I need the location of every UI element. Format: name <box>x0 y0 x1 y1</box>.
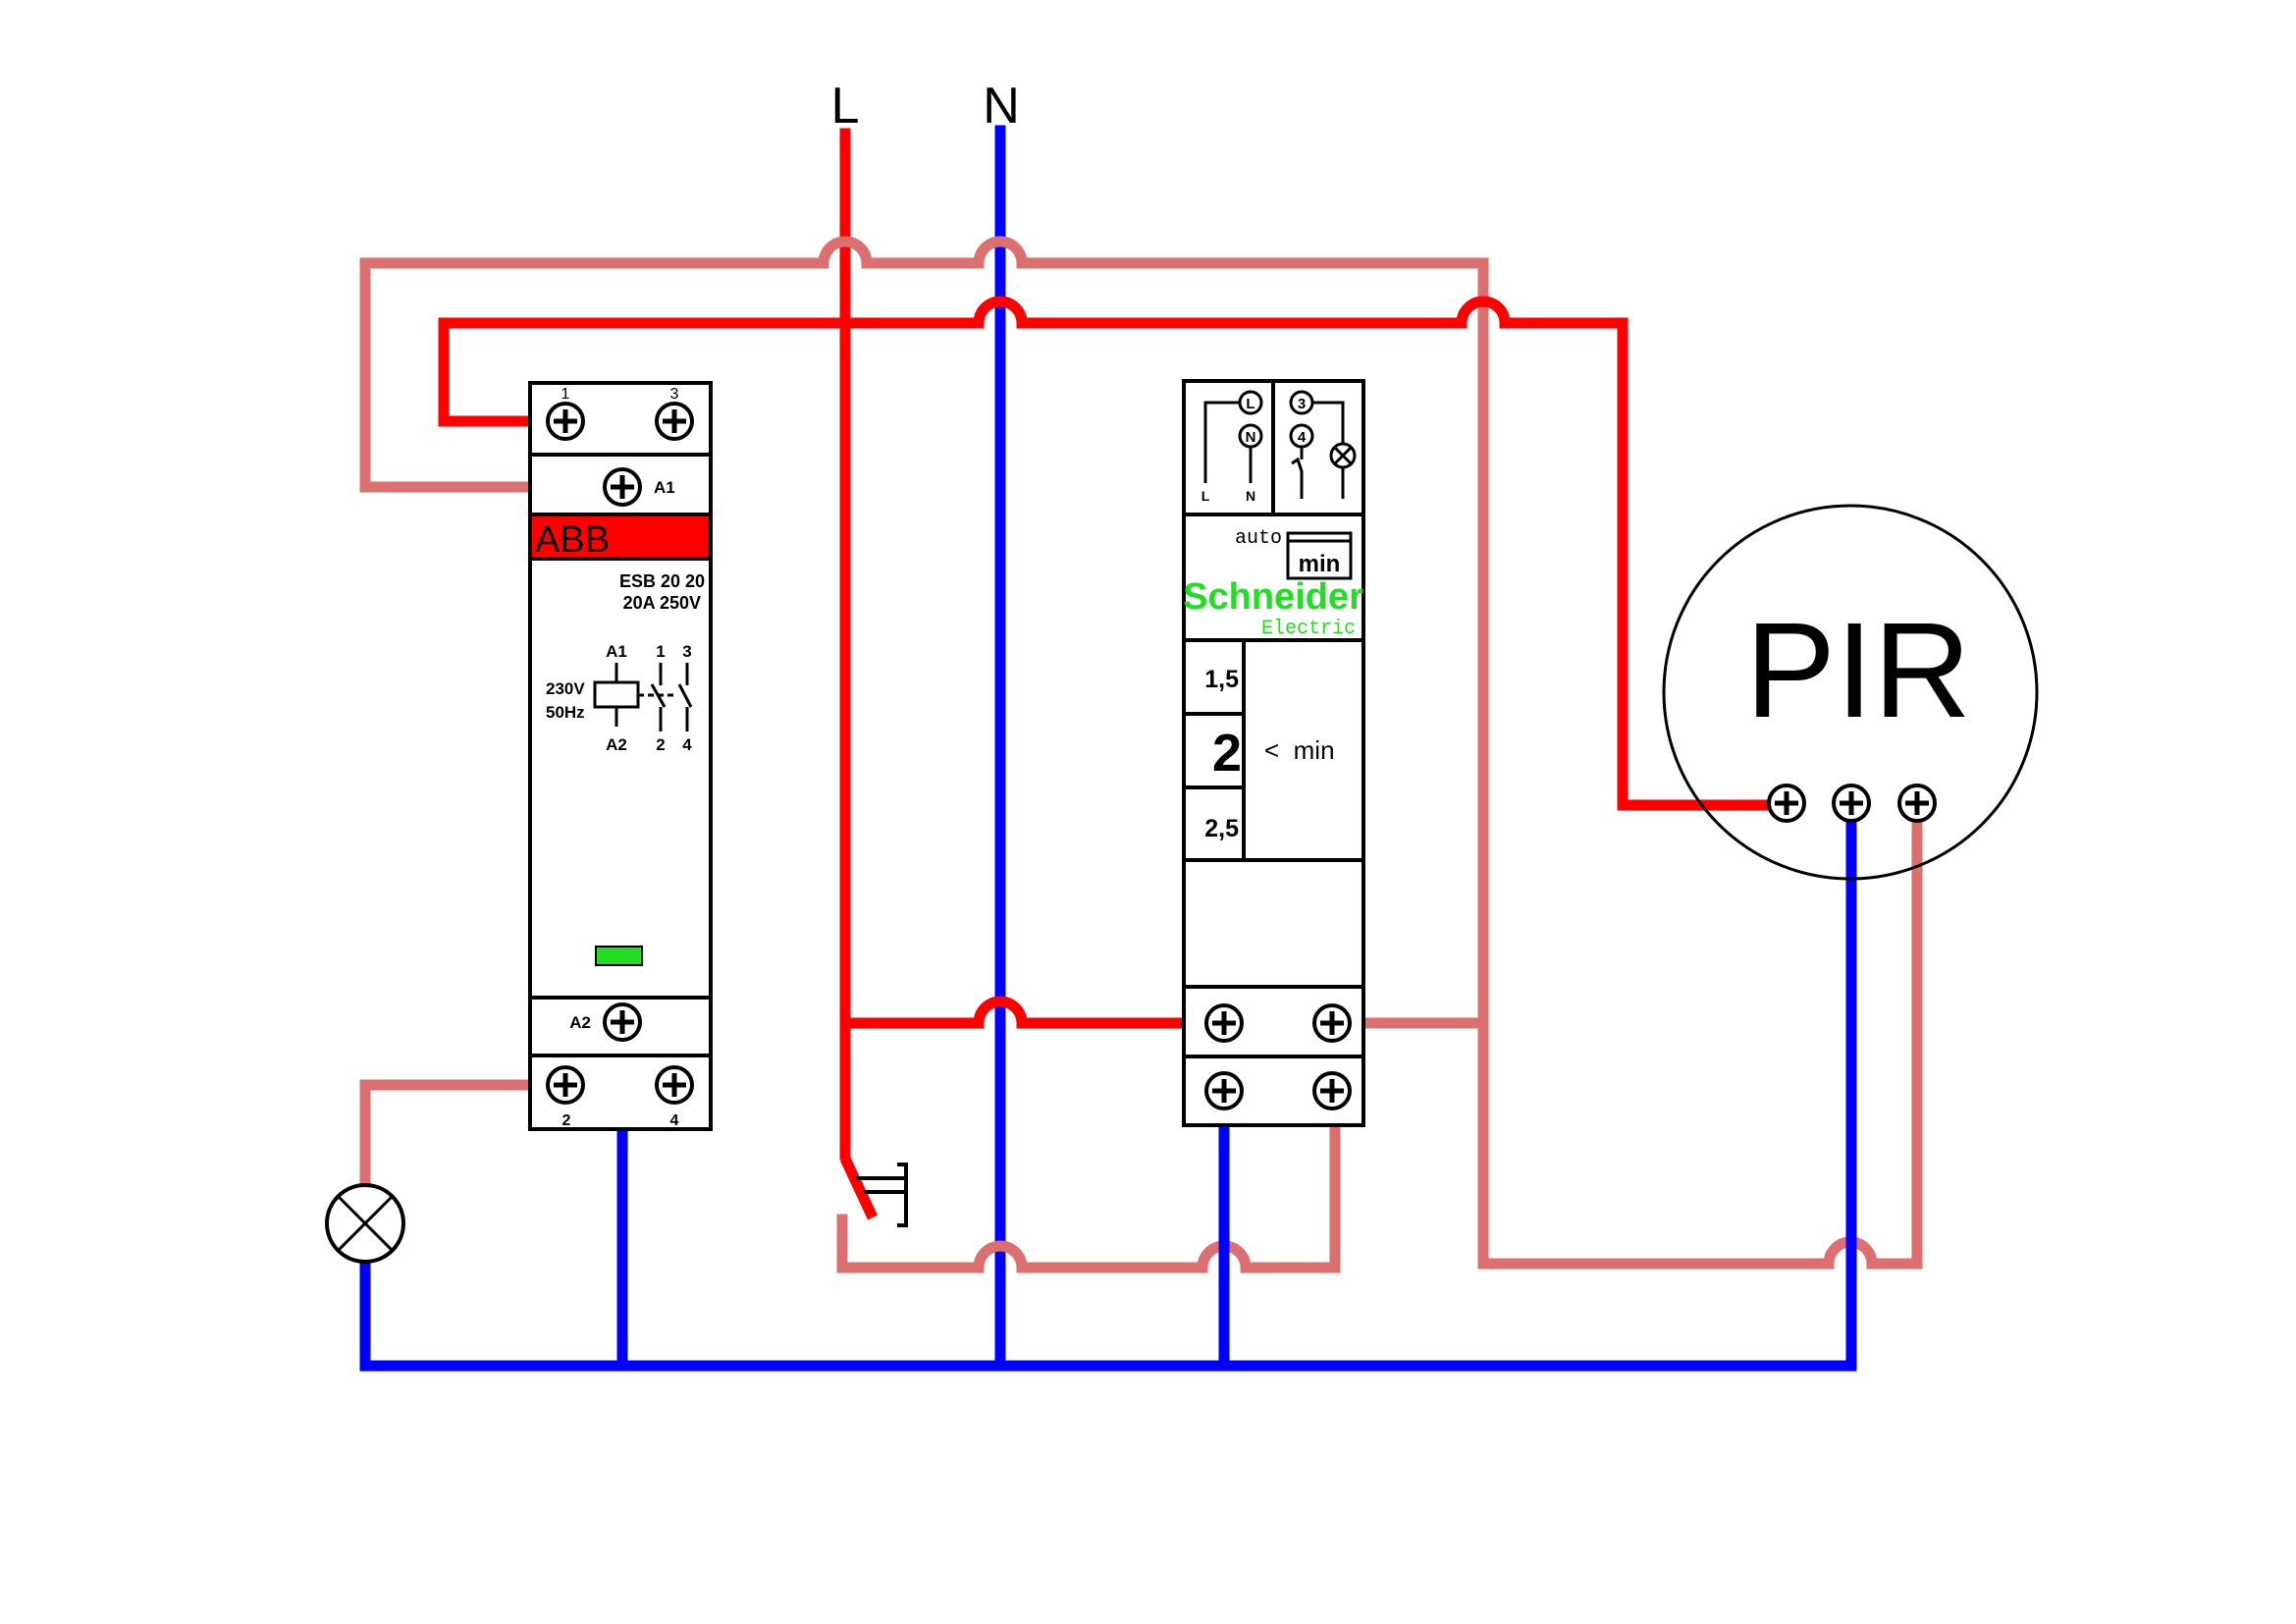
timer-label-l: L <box>1201 488 1210 504</box>
pir-label: PIR <box>1745 595 1971 746</box>
wire-live-to-pir <box>438 296 1774 811</box>
dial-value-high[interactable]: 2,5 <box>1204 815 1239 842</box>
pushbutton-switch[interactable] <box>840 1156 908 1227</box>
wire-switched-a1-loop <box>359 236 1489 1266</box>
terminal-label-a2: A2 <box>569 1013 591 1032</box>
wire-pushbutton-to-timer <box>836 1104 1341 1273</box>
pushbutton-bracket <box>897 1163 908 1227</box>
terminal-4[interactable] <box>657 1067 692 1103</box>
contactor-brand: ABB <box>535 519 610 561</box>
timer-brand: Schneider <box>1183 576 1363 618</box>
terminal-a1[interactable] <box>605 469 640 505</box>
schematic-label-2: 2 <box>656 735 665 754</box>
pir-terminal-output[interactable] <box>1899 785 1935 821</box>
supply-line-label: L <box>831 78 860 135</box>
terminal-label-1: 1 <box>561 386 570 403</box>
supply-neutral-label: N <box>983 78 1020 135</box>
schematic-label-3: 3 <box>682 642 691 661</box>
timer-mode-label: auto <box>1235 527 1282 550</box>
schematic-label-a2: A2 <box>606 735 627 754</box>
timer-supply-schematic: L N L N <box>1201 390 1263 504</box>
wire-switched-lamp <box>359 1079 554 1190</box>
terminal-label-2: 2 <box>562 1112 571 1129</box>
terminal-label-3: 3 <box>670 386 679 403</box>
wire-neutral-bus <box>359 1257 1857 1372</box>
pir-body <box>1662 504 2039 881</box>
terminal-3[interactable] <box>657 404 692 439</box>
timer-term-n: N <box>1246 429 1256 446</box>
contactor-model: ESB 20 20 <box>619 571 705 591</box>
schematic-label-a1: A1 <box>606 642 627 661</box>
timer-term-3: 3 <box>1298 396 1306 412</box>
dial-value-low[interactable]: 1,5 <box>1204 666 1239 693</box>
schneider-timer: L N L N 3 4 auto min Schneider Electric <box>1182 379 1365 1127</box>
schematic-label-1: 1 <box>656 642 665 661</box>
timer-terminal-l[interactable] <box>1206 1005 1242 1041</box>
timer-brand-sub: Electric <box>1261 618 1356 640</box>
terminal-2[interactable] <box>548 1067 583 1103</box>
coil-frequency: 50Hz <box>546 703 585 722</box>
timer-unit-label: min <box>1299 551 1341 577</box>
timer-terminal-n[interactable] <box>1206 1073 1242 1109</box>
dial-suffix: < min <box>1264 735 1335 765</box>
terminal-label-4: 4 <box>670 1112 679 1129</box>
abb-contactor: ABB ESB 20 20 20A 250V 1 3 A1 A2 2 4 A1 … <box>528 381 713 1131</box>
schematic-label-4: 4 <box>682 735 692 754</box>
coil-voltage: 230V <box>546 679 585 698</box>
timer-label-n: N <box>1246 488 1255 504</box>
contactor-brand-band <box>532 516 709 558</box>
dial-value-selected[interactable]: 2 <box>1212 724 1242 783</box>
timer-terminal-push[interactable] <box>1314 1073 1350 1109</box>
contactor-rating: 20A 250V <box>623 593 701 613</box>
terminal-a2[interactable] <box>605 1004 640 1040</box>
contactor-schematic: A1 1 3 A2 2 4 230V 50Hz <box>546 642 693 754</box>
terminal-label-a1: A1 <box>654 478 675 497</box>
timer-term-4: 4 <box>1298 429 1307 446</box>
pir-sensor: PIR <box>1662 504 2039 881</box>
lamp <box>325 1183 405 1264</box>
pushbutton-contact <box>840 1156 878 1220</box>
timer-terminal-out[interactable] <box>1314 1005 1350 1041</box>
pir-terminal-neutral[interactable] <box>1834 785 1869 821</box>
timer-output-schematic: 3 4 <box>1289 390 1357 499</box>
wire-live-to-timer <box>839 996 1208 1029</box>
timer-term-l: L <box>1246 396 1255 412</box>
terminal-1[interactable] <box>548 404 583 439</box>
status-indicator <box>595 946 643 966</box>
pir-terminal-live[interactable] <box>1769 785 1804 821</box>
